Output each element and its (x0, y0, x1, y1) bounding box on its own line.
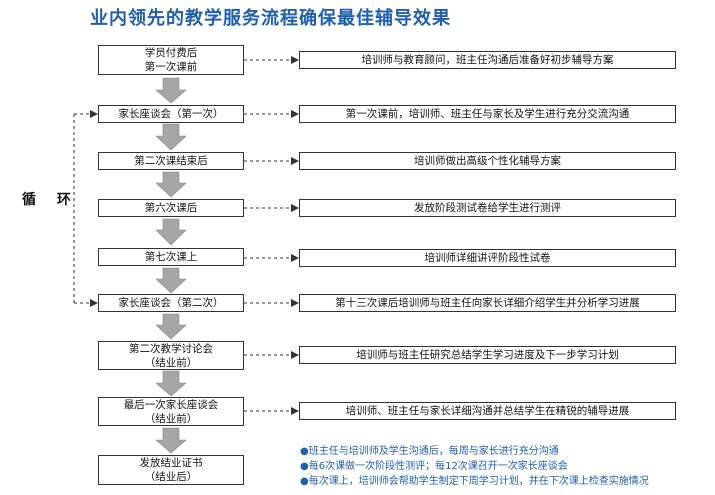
flow-arrow-7 (155, 370, 187, 397)
desc-7-text: 培训师与班主任研究总结学生学习进度及下一步学习计划 (356, 349, 619, 361)
step-1-line-2: 第一次课前 (144, 61, 198, 73)
step-6-line-1: 家长座谈会（第二次） (118, 297, 224, 309)
desc-box-2: 第一次课前，培训师、班主任与家长及学生进行充分交流沟通 (299, 105, 676, 123)
step-box-8: 最后一次家长座谈会 （结业前） (98, 397, 244, 426)
step-7-line-2: （结业前） (144, 356, 198, 369)
desc-8-text: 培训师、班主任与家长详细沟通并总结学生在精锐的辅导进展 (345, 405, 630, 417)
desc-4-text: 发放阶段测试卷给学生进行测评 (414, 202, 561, 214)
step-box-1: 学员付费后 第一次课前 (98, 45, 244, 75)
desc-box-8: 培训师、班主任与家长详细沟通并总结学生在精锐的辅导进展 (299, 402, 676, 420)
notes-list: ●班主任与培训师及学生沟通后，每周与家长进行充分沟通 ●每6次课做一次阶段性测评… (300, 444, 649, 489)
desc-6-text: 第十三次课后培训师与班主任向家长详细介绍学生并分析学习进展 (335, 297, 640, 309)
step-3-line-1: 第二次课结束后 (134, 155, 208, 167)
step-7-line-1: 第二次教学讨论会 (129, 342, 213, 355)
step-box-3: 第二次课结束后 (98, 152, 244, 170)
desc-5-text: 培训师详细讲评阶段性试卷 (424, 252, 551, 264)
flow-arrow-8 (155, 427, 187, 454)
flow-arrow-2 (155, 123, 187, 151)
desc-box-3: 培训师做出高级个性化辅导方案 (299, 152, 676, 170)
step-5-line-1: 第七次课上 (144, 251, 198, 263)
desc-box-4: 发放阶段测试卷给学生进行测评 (299, 199, 676, 217)
step-box-2: 家长座谈会（第一次） (98, 105, 244, 123)
step-1-line-1: 学员付费后 (144, 47, 198, 59)
desc-box-7: 培训师与班主任研究总结学生学习进度及下一步学习计划 (299, 346, 676, 364)
note-item-2: ●每6次课做一次阶段性测评；每12次课召开一次家长座谈会 (300, 461, 568, 472)
step-9-line-1: 发放结业证书 (139, 457, 203, 469)
desc-2-text: 第一次课前，培训师、班主任与家长及学生进行充分交流沟通 (345, 108, 630, 120)
note-item-3: ●每次课上，培训师会帮助学生制定下周学习计划，并在下次课上检查实施情况 (300, 476, 649, 487)
step-box-7: 第二次教学讨论会 （结业前） (98, 341, 244, 370)
desc-box-1: 培训师与教育顾问，班主任沟通后准备好初步辅导方案 (299, 51, 676, 69)
flow-arrow-5 (155, 267, 187, 294)
step-8-line-1: 最后一次家长座谈会 (123, 398, 219, 411)
desc-box-5: 培训师详细讲评阶段性试卷 (299, 249, 676, 267)
step-8-line-2: （结业前） (144, 412, 198, 425)
flow-arrow-6 (155, 313, 187, 340)
desc-3-text: 培训师做出高级个性化辅导方案 (414, 155, 561, 167)
step-9-line-2: （结业后） (144, 471, 198, 483)
step-4-line-1: 第六次课后 (144, 202, 198, 214)
desc-1-text: 培训师与教育顾问，班主任沟通后准备好初步辅导方案 (361, 54, 614, 66)
loop-label: 循 环 (22, 192, 79, 208)
page-title: 业内领先的教学服务流程确保最佳辅导效果 (90, 8, 451, 29)
flow-arrow-3 (155, 171, 187, 198)
step-box-9: 发放结业证书 （结业后） (98, 455, 244, 485)
flow-arrow-4 (155, 218, 187, 246)
flow-arrow-1 (155, 77, 187, 104)
desc-box-6: 第十三次课后培训师与班主任向家长详细介绍学生并分析学习进展 (299, 294, 676, 312)
note-item-1: ●班主任与培训师及学生沟通后，每周与家长进行充分沟通 (300, 446, 559, 457)
step-box-5: 第七次课上 (98, 248, 244, 266)
step-2-line-1: 家长座谈会（第一次） (118, 108, 224, 120)
step-box-4: 第六次课后 (98, 199, 244, 217)
step-box-6: 家长座谈会（第二次） (98, 294, 244, 312)
